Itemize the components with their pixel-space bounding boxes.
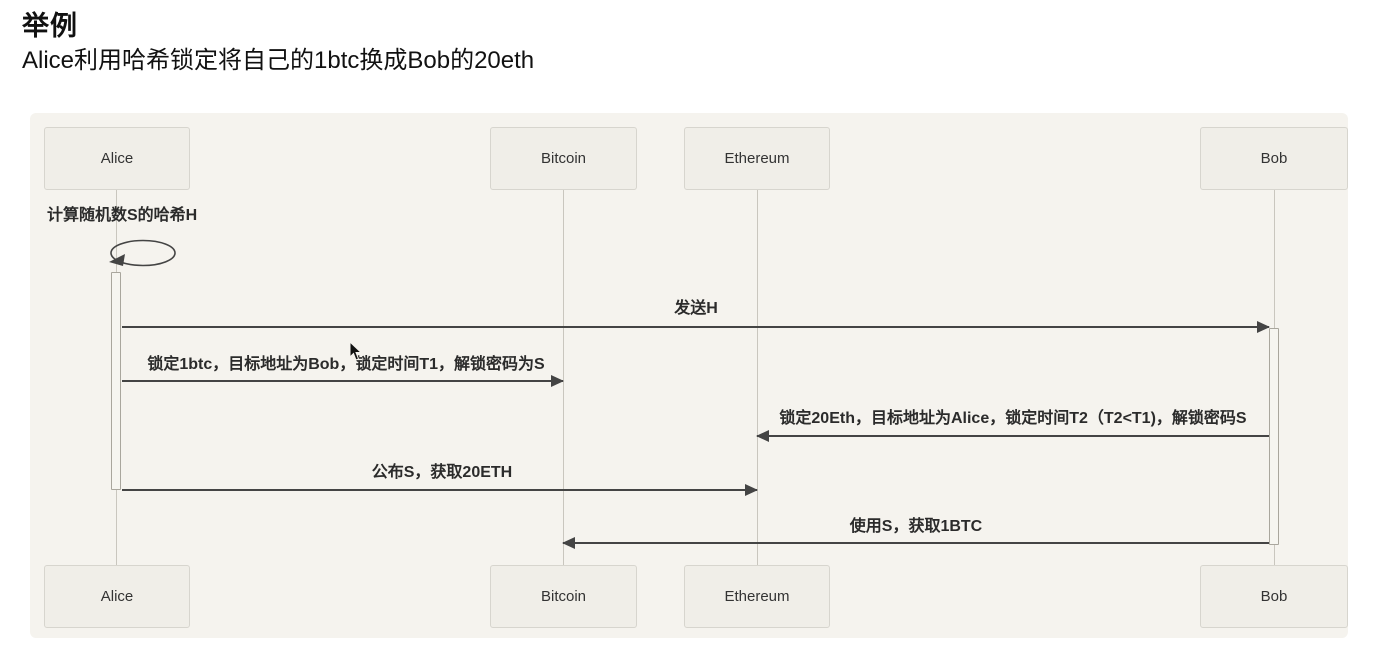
participant-bob-top: Bob xyxy=(1200,127,1348,190)
activation-bar-alice xyxy=(111,272,121,490)
page-subtitle: Alice利用哈希锁定将自己的1btc换成Bob的20eth xyxy=(22,47,535,74)
arrowhead-left-icon xyxy=(562,537,575,549)
arrowhead-right-icon xyxy=(551,375,564,387)
participant-ethereum-top: Ethereum xyxy=(684,127,830,190)
self-loop-arrow-icon xyxy=(109,239,176,267)
arrowhead-left-icon xyxy=(756,430,769,442)
participant-label: Bitcoin xyxy=(540,150,587,167)
participant-label: Ethereum xyxy=(724,150,790,167)
lifeline-ethereum xyxy=(757,190,758,565)
page-title: 举例 xyxy=(22,11,78,41)
message-label-use-s: 使用S，获取1BTC xyxy=(849,518,983,535)
message-label-lock-btc: 锁定1btc，目标地址为Bob，锁定时间T1，解锁密码为S xyxy=(147,356,545,373)
message-arrow-reveal-s xyxy=(122,484,758,496)
message-arrow-lock-btc xyxy=(122,375,564,387)
message-arrow-send-h xyxy=(122,321,1270,333)
participant-bitcoin-bottom: Bitcoin xyxy=(490,565,637,628)
activation-bar-bob xyxy=(1269,328,1279,545)
message-label-send-h: 发送H xyxy=(674,300,718,317)
participant-bob-bottom: Bob xyxy=(1200,565,1348,628)
participant-label: Bob xyxy=(1260,150,1288,167)
participant-alice-bottom: Alice xyxy=(44,565,190,628)
message-label-compute-hash: 计算随机数S的哈希H xyxy=(47,207,198,224)
message-label-reveal-s: 公布S，获取20ETH xyxy=(371,464,513,481)
participant-ethereum-bottom: Ethereum xyxy=(684,565,830,628)
participant-label: Alice xyxy=(100,150,134,167)
participant-label: Ethereum xyxy=(724,588,790,605)
participant-label: Bob xyxy=(1260,588,1288,605)
participant-label: Alice xyxy=(100,588,134,605)
mouse-cursor-icon xyxy=(349,341,363,361)
arrowhead-right-icon xyxy=(745,484,758,496)
arrowhead-right-icon xyxy=(1257,321,1270,333)
sequence-diagram-panel: Alice Bitcoin Ethereum Bob Alice Bitcoin… xyxy=(30,113,1348,638)
participant-alice-top: Alice xyxy=(44,127,190,190)
message-arrow-lock-eth xyxy=(756,430,1269,442)
message-label-lock-eth: 锁定20Eth，目标地址为Alice，锁定时间T2（T2<T1)，解锁密码S xyxy=(779,410,1247,427)
participant-label: Bitcoin xyxy=(540,588,587,605)
message-arrow-use-s xyxy=(562,537,1269,549)
participant-bitcoin-top: Bitcoin xyxy=(490,127,637,190)
